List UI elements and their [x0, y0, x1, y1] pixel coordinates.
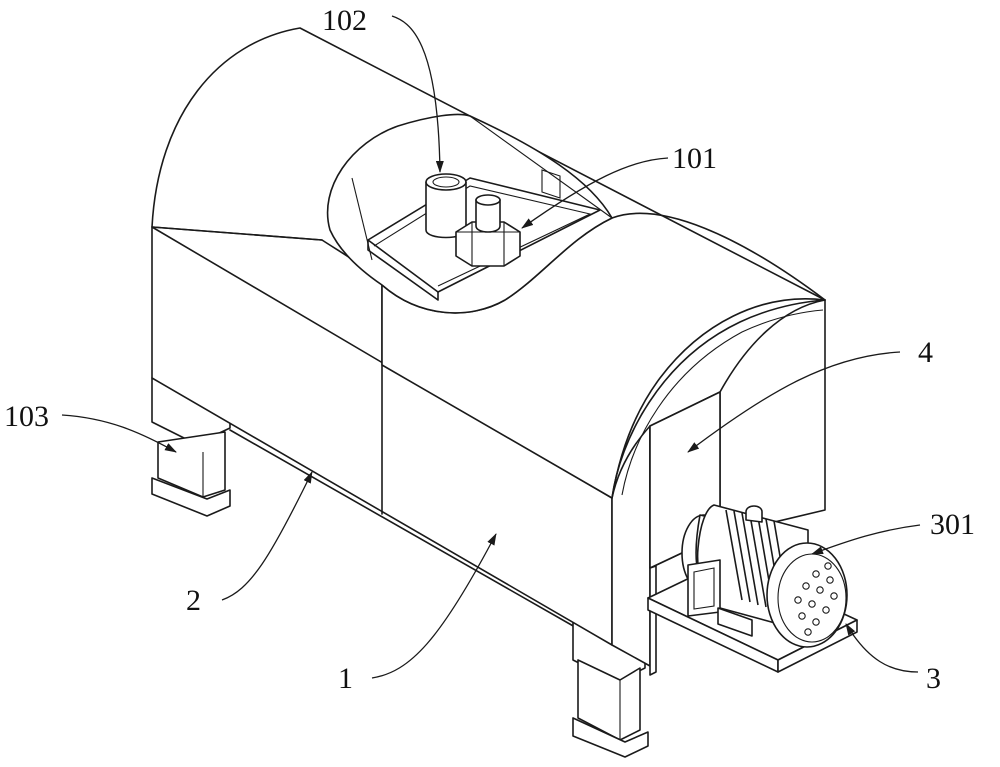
- label-102: 102: [322, 4, 367, 37]
- label-3: 3: [926, 662, 941, 695]
- hex-fitting: [455, 194, 521, 267]
- label-301: 301: [930, 508, 975, 541]
- fan-cover-holes: [794, 562, 838, 636]
- label-1: 1: [338, 662, 353, 695]
- rear-leg: [151, 377, 231, 517]
- label-101: 101: [672, 142, 717, 175]
- inlet-pipe: [425, 173, 467, 239]
- label-2: 2: [186, 584, 201, 617]
- leader-lines: [61, 15, 921, 679]
- reference-labels: 102 101 4 103 301 2 1 3: [4, 4, 975, 695]
- label-103: 103: [4, 400, 49, 433]
- label-4: 4: [918, 336, 933, 369]
- motor: [681, 504, 848, 648]
